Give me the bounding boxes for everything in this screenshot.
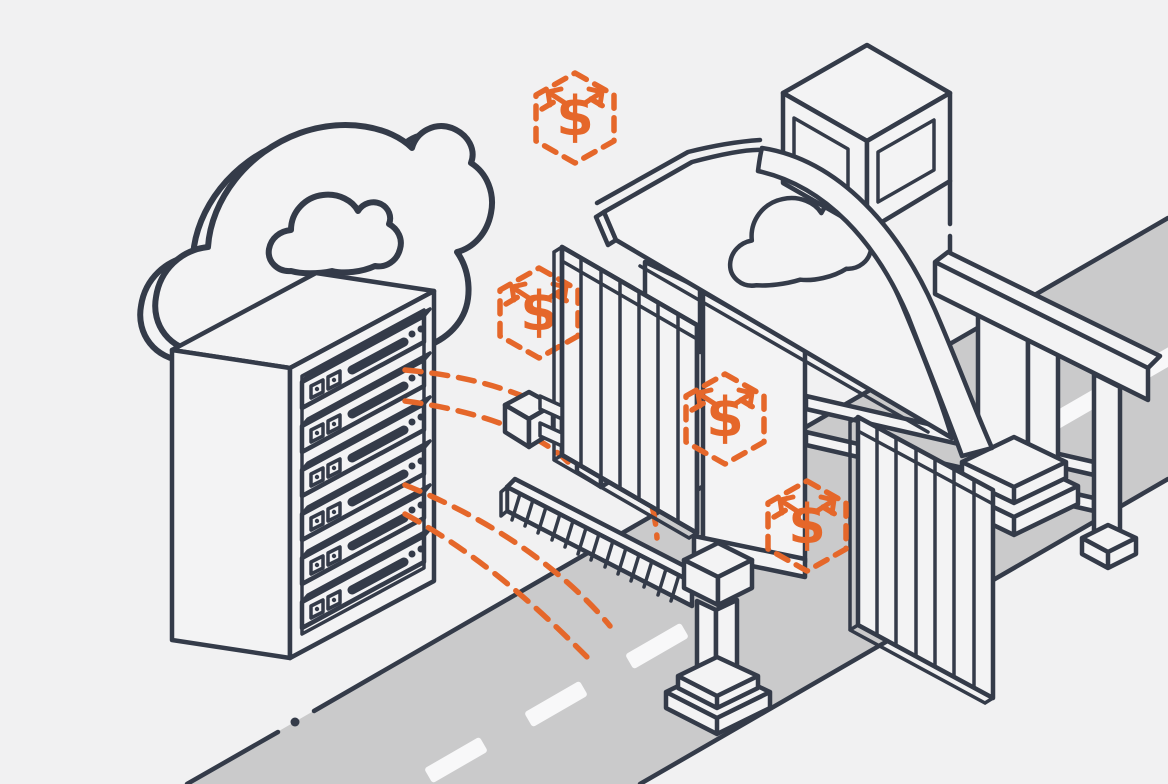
panel-top-rail (856, 429, 995, 506)
panel-slats (579, 256, 680, 524)
dollar-cube-icon-1 (536, 73, 614, 163)
data-dash-curve (402, 482, 613, 629)
boom-barrier (499, 476, 773, 737)
lane-marking (525, 681, 587, 727)
lane-marking (626, 623, 688, 669)
lane-marking (425, 737, 487, 783)
lane-marking (1139, 333, 1168, 379)
inner-cloud-icon (265, 191, 404, 277)
tower-window-right (876, 118, 936, 204)
left-gate-panel (538, 244, 700, 540)
panel-top-rail (560, 259, 699, 341)
rack-inner-frame (300, 308, 426, 636)
barrier-arm (499, 476, 703, 609)
road-edge-dot (290, 717, 300, 727)
rail-stub-upper (538, 394, 564, 421)
guard-post-base (1079, 522, 1139, 571)
cloud-icon (140, 125, 492, 363)
gate-platform (932, 249, 1163, 403)
guard-post (1091, 371, 1123, 551)
toll-gate (593, 42, 1163, 580)
server-rack (169, 270, 437, 661)
rack-left-face (169, 347, 293, 661)
panel-thickness (848, 415, 995, 705)
data-dash-curve (402, 398, 571, 465)
barrier-head (681, 540, 755, 608)
panel-thickness (552, 245, 699, 540)
rail-stub-lower (538, 421, 564, 448)
panel-slats (875, 425, 976, 690)
barrier-stripes (510, 492, 681, 603)
barrier-base (663, 654, 773, 737)
sign-underside-edge (638, 264, 930, 434)
data-dash-curve (402, 511, 593, 663)
right-gate-panel (848, 414, 996, 705)
sign-top-edge (594, 137, 763, 206)
arch-wave-band (755, 145, 995, 459)
